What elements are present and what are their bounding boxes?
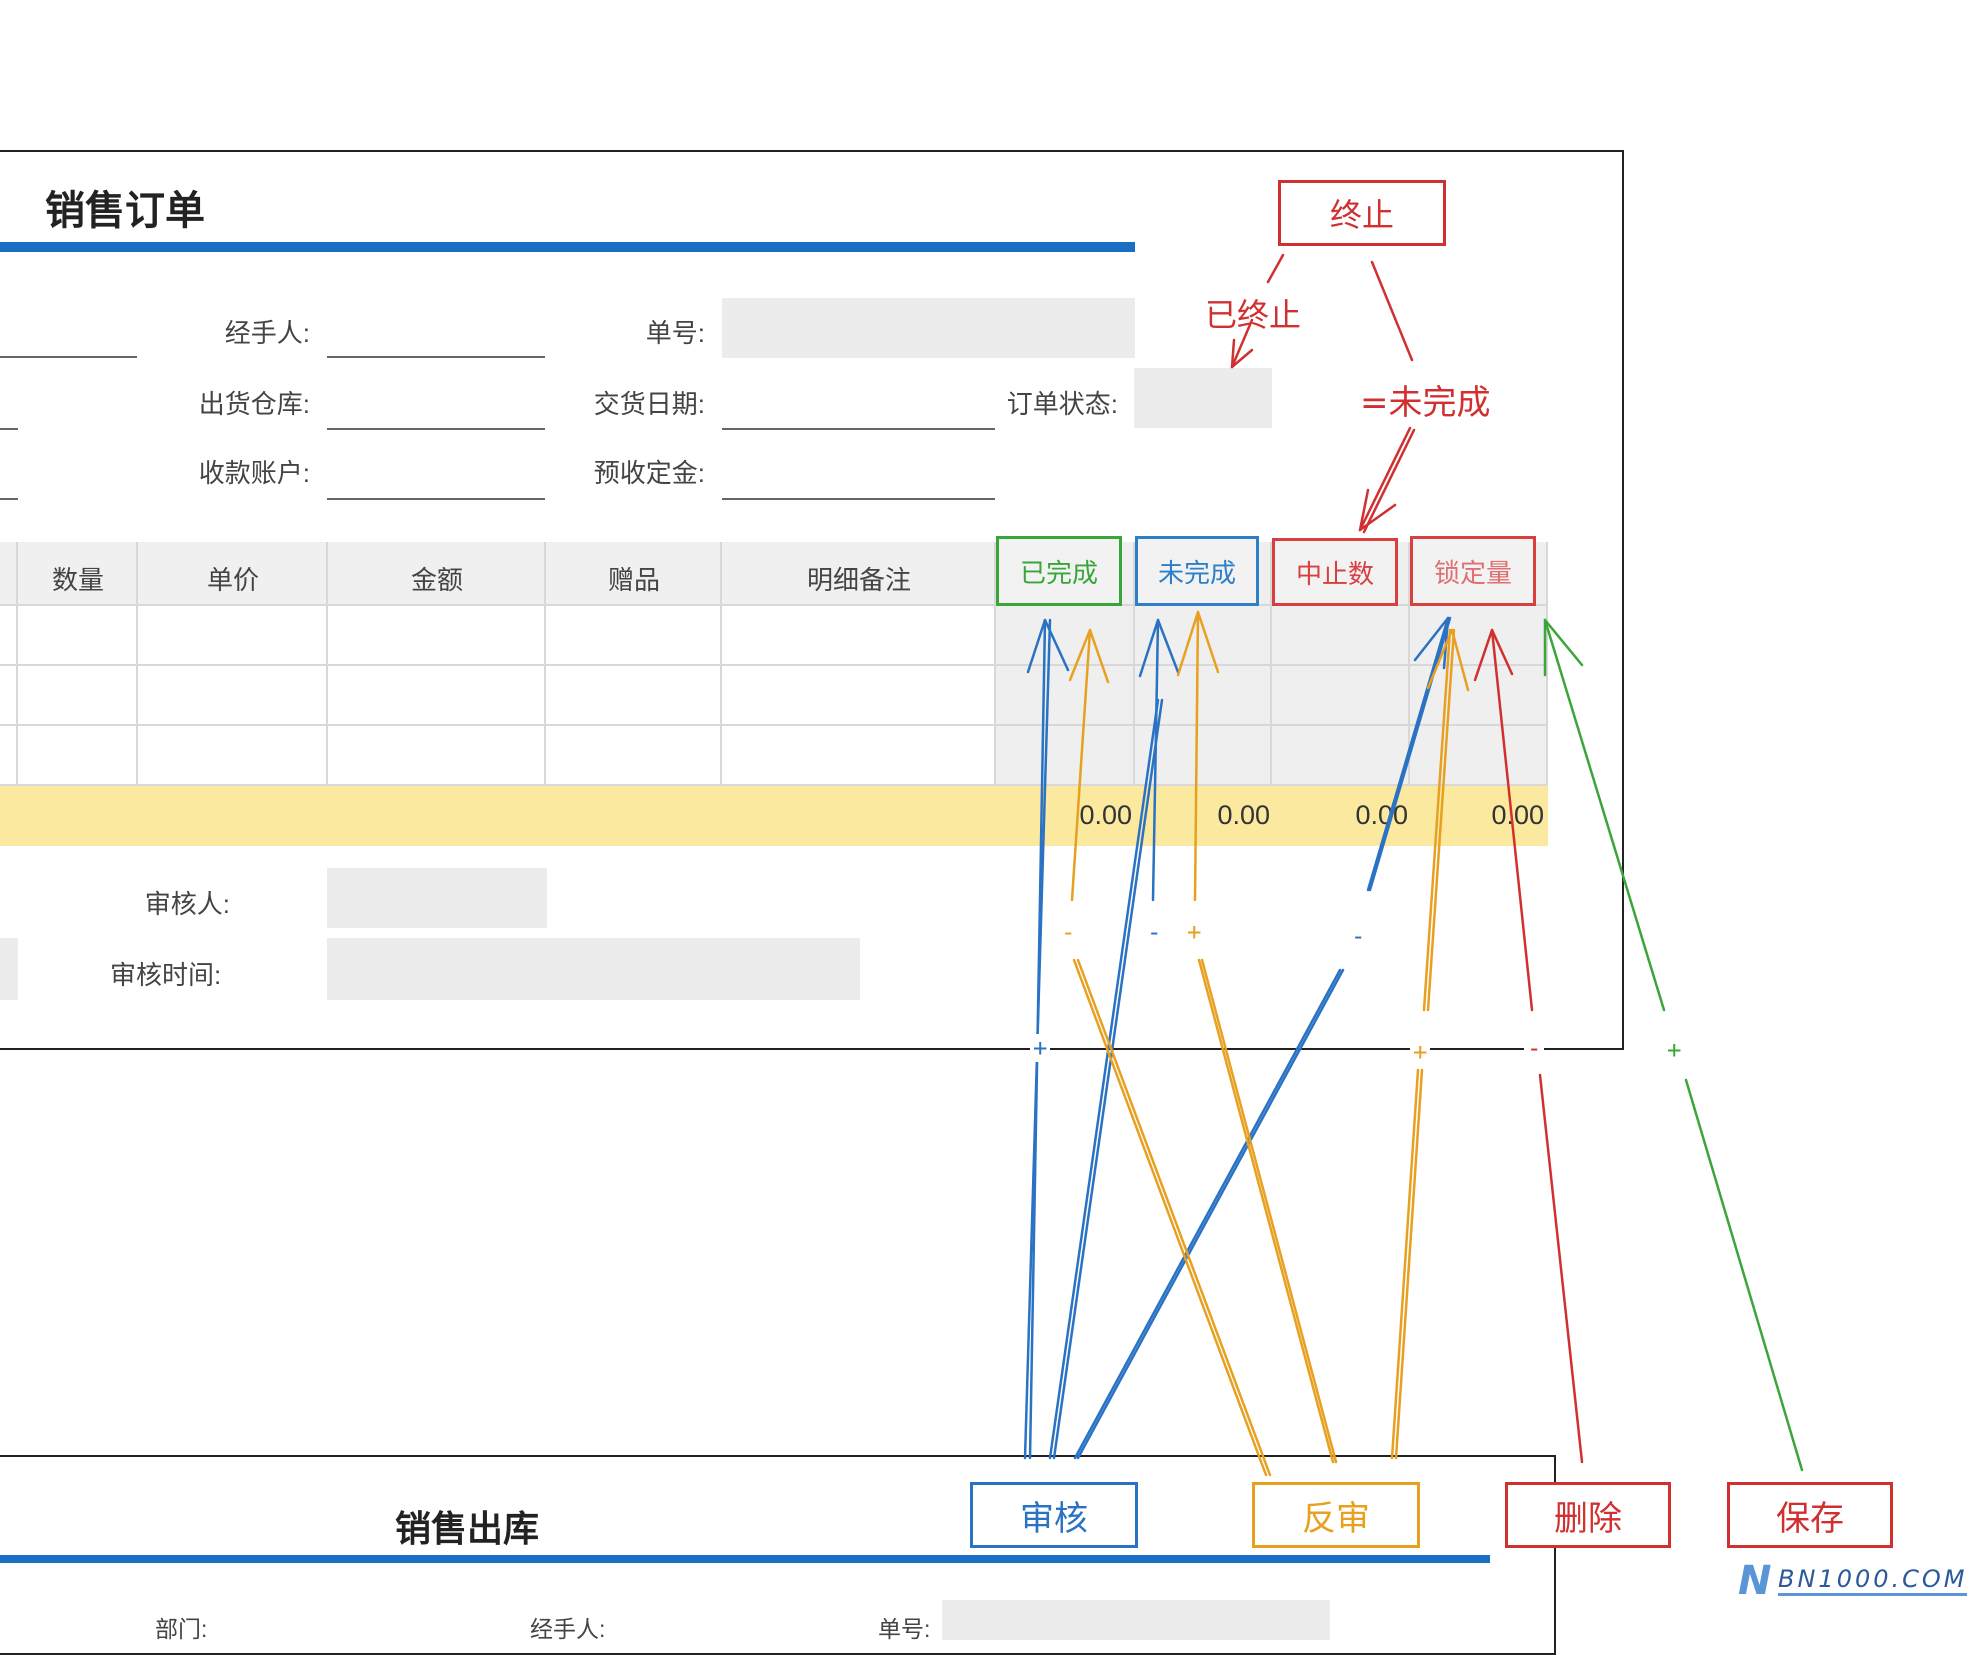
table-header-cell [722, 542, 996, 606]
col-locked-qty: 锁定量 [1410, 536, 1536, 606]
table-cell[interactable] [1410, 666, 1548, 726]
col-completed: 已完成 [996, 536, 1122, 606]
approve-button[interactable]: 审核 [970, 1482, 1138, 1548]
account-field[interactable] [327, 498, 545, 500]
table-cell[interactable] [722, 666, 996, 726]
delete-button[interactable]: 删除 [1505, 1482, 1671, 1548]
table-cell[interactable] [1135, 666, 1272, 726]
order-no-label: 单号: [645, 318, 705, 348]
table-cell[interactable] [328, 726, 546, 786]
table-cell[interactable] [1135, 606, 1272, 666]
table-cell[interactable] [996, 666, 1135, 726]
table-cell[interactable] [0, 666, 18, 726]
unapprove-button[interactable]: 反审 [1252, 1482, 1420, 1548]
table-cell[interactable] [722, 606, 996, 666]
col-quantity: 数量 [51, 565, 104, 595]
warehouse-field[interactable] [327, 428, 545, 430]
table-cell[interactable] [1272, 666, 1410, 726]
left-cut-field [0, 938, 18, 1000]
terminate-annotation-box: 终止 [1278, 180, 1446, 246]
approver-label: 审核人: [144, 889, 230, 919]
field-underline-left-row2 [0, 428, 18, 430]
table-cell[interactable] [18, 606, 138, 666]
outbound-order-no-field [942, 1600, 1330, 1640]
table-cell[interactable] [1135, 726, 1272, 786]
table-cell[interactable] [1410, 726, 1548, 786]
table-cell[interactable] [138, 726, 328, 786]
table-cell[interactable] [0, 606, 18, 666]
sign-plus-green-1: + [1664, 1036, 1685, 1064]
total-completed: 0.00 [1079, 800, 1132, 830]
deposit-label: 预收定金: [593, 458, 705, 488]
sign-plus-orange-2: + [1410, 1038, 1431, 1066]
table-cell[interactable] [0, 726, 18, 786]
table-header-cell [18, 542, 138, 606]
col-amount: 金额 [410, 565, 463, 595]
terminated-note: 已终止 [1205, 296, 1302, 334]
order-no-field [722, 298, 1135, 358]
handler-label: 经手人: [224, 318, 310, 348]
incomplete-note: =未完成 [1360, 383, 1491, 423]
sales-outbound-title-underline [0, 1555, 1490, 1563]
sales-order-title-underline [0, 242, 1135, 252]
table-header-cell [546, 542, 722, 606]
table-cell[interactable] [546, 726, 722, 786]
sales-outbound-title: 销售出库 [395, 1508, 540, 1549]
col-detail-remark: 明细备注 [806, 565, 911, 595]
table-cell[interactable] [328, 606, 546, 666]
table-cell[interactable] [328, 666, 546, 726]
totals-row [0, 786, 1548, 846]
deposit-field[interactable] [722, 498, 995, 500]
table-cell[interactable] [138, 666, 328, 726]
order-status-field [1134, 368, 1272, 428]
sign-minus-orange-1: - [1058, 918, 1079, 946]
col-gift: 赠品 [607, 565, 660, 595]
col-aborted-qty: 中止数 [1272, 538, 1398, 606]
sign-plus-blue-1: + [1030, 1034, 1051, 1062]
watermark-logo: N [1738, 1558, 1772, 1604]
table-cell[interactable] [722, 726, 996, 786]
watermark-text: BN1000.COM [1778, 1565, 1968, 1596]
warehouse-label: 出货仓库: [198, 389, 310, 419]
table-cell[interactable] [18, 666, 138, 726]
sign-plus-orange-1: + [1184, 918, 1205, 946]
total-locked: 0.00 [1491, 800, 1544, 830]
table-cell[interactable] [138, 606, 328, 666]
total-incomplete: 0.00 [1217, 800, 1270, 830]
table-cell[interactable] [18, 726, 138, 786]
table-header-cell [328, 542, 546, 606]
sign-minus-blue-2: - [1348, 922, 1369, 950]
account-label: 收款账户: [198, 458, 310, 488]
field-underline-left-row3 [0, 498, 18, 500]
approver-field [327, 868, 547, 928]
col-incomplete: 未完成 [1135, 536, 1259, 606]
save-button[interactable]: 保存 [1727, 1482, 1893, 1548]
table-cell[interactable] [546, 666, 722, 726]
table-cell[interactable] [546, 606, 722, 666]
approve-time-field [327, 938, 860, 1000]
table-cell[interactable] [996, 726, 1135, 786]
table-cell[interactable] [1272, 606, 1410, 666]
sales-order-title: 销售订单 [45, 189, 205, 233]
col-unit-price: 单价 [206, 565, 259, 595]
table-header-bg [0, 542, 1000, 606]
delivery-date-field[interactable] [722, 428, 995, 430]
handler-field[interactable] [327, 356, 545, 358]
table-header-cell [138, 542, 328, 606]
sign-minus-red-1: - [1524, 1034, 1545, 1062]
total-aborted: 0.00 [1355, 800, 1408, 830]
order-status-label: 订单状态: [1006, 389, 1118, 419]
approve-time-label: 审核时间: [110, 960, 222, 990]
sign-minus-blue-1: - [1144, 918, 1165, 946]
field-underline-left-row1 [0, 356, 137, 358]
delivery-date-label: 交货日期: [593, 389, 705, 419]
table-header-cell [0, 542, 18, 606]
